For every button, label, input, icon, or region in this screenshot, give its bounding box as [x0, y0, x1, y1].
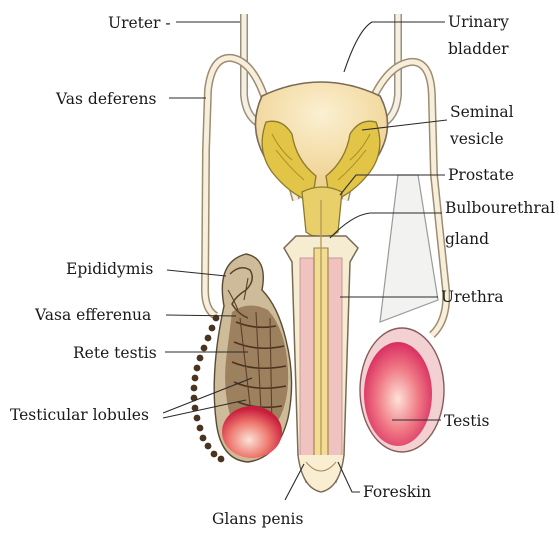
label-bulbourethral-line1: Bulbourethral [445, 199, 555, 217]
penis [284, 200, 358, 492]
prostate-gland [302, 187, 342, 238]
label-vasa-efferentia: Vasa efferenua [34, 306, 151, 324]
right-spermatic-sheath [380, 175, 438, 322]
label-foreskin: Foreskin [363, 483, 431, 501]
label-bulbourethral-line2: gland [445, 230, 489, 248]
left-testis [214, 254, 291, 462]
label-glans-penis: Glans penis [212, 510, 303, 528]
label-prostate: Prostate [448, 166, 514, 184]
label-urethra: Urethra [441, 288, 504, 306]
label-testicular-lobules: Testicular lobules [10, 406, 149, 424]
label-ureter: Ureter - [108, 14, 171, 32]
label-bulbourethral-gland: Bulbourethral gland [445, 199, 559, 248]
label-seminal-vesicle-line1: Seminal [450, 103, 514, 121]
label-seminal-vesicle-line2: vesicle [449, 130, 504, 148]
label-seminal-vesicle: Seminal vesicle [449, 103, 519, 148]
label-vas-deferens: Vas deferens [55, 90, 156, 108]
label-epididymis: Epididymis [66, 260, 153, 278]
label-testis: Testis [444, 412, 489, 430]
label-rete-testis: Rete testis [73, 344, 157, 362]
label-urinary-bladder: Urinary bladder [448, 13, 514, 58]
right-testis [360, 328, 444, 452]
label-urinary-bladder-line2: bladder [448, 40, 509, 58]
label-urinary-bladder-line1: Urinary [448, 13, 509, 31]
